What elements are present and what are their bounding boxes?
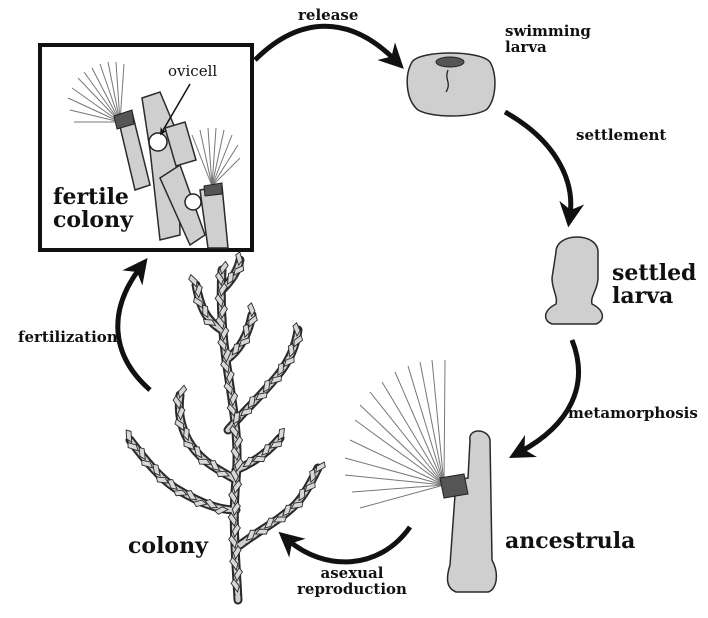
- label-fertilization: fertilization: [18, 330, 118, 346]
- label-ancestrula: ancestrula: [505, 530, 635, 553]
- ovicell-upper: [149, 133, 167, 151]
- label-swimming-larva-line2: larva: [505, 40, 591, 56]
- metamorphosis-arrow: [520, 340, 579, 452]
- label-swimming-larva: swimming larva: [505, 24, 591, 56]
- label-fertile-colony-line2: colony: [53, 209, 133, 232]
- settlement-arrow: [505, 112, 571, 215]
- label-colony: colony: [128, 535, 208, 558]
- label-settled-larva: settled larva: [612, 262, 696, 308]
- label-metamorphosis: metamorphosis: [568, 406, 698, 422]
- fertilization-arrow: [118, 268, 150, 390]
- swimming-larva-illustration: [407, 53, 495, 116]
- ovicell-lower: [185, 194, 201, 210]
- label-settlement: settlement: [576, 128, 666, 144]
- label-asexual-reproduction: asexual reproduction: [292, 566, 412, 598]
- label-fertile-colony: fertile colony: [53, 186, 133, 232]
- label-settled-larva-line1: settled: [612, 262, 696, 285]
- label-release: release: [298, 8, 358, 24]
- asexual-reproduction-arrow: [288, 527, 410, 562]
- label-ovicell: ovicell: [168, 64, 217, 80]
- settled-larva-illustration: [546, 237, 603, 324]
- label-settled-larva-line2: larva: [612, 285, 696, 308]
- label-asexual-reproduction-line2: reproduction: [292, 582, 412, 598]
- release-arrow: [255, 26, 395, 60]
- ancestrula-tentacles: [345, 360, 445, 508]
- label-fertile-colony-line1: fertile: [53, 186, 133, 209]
